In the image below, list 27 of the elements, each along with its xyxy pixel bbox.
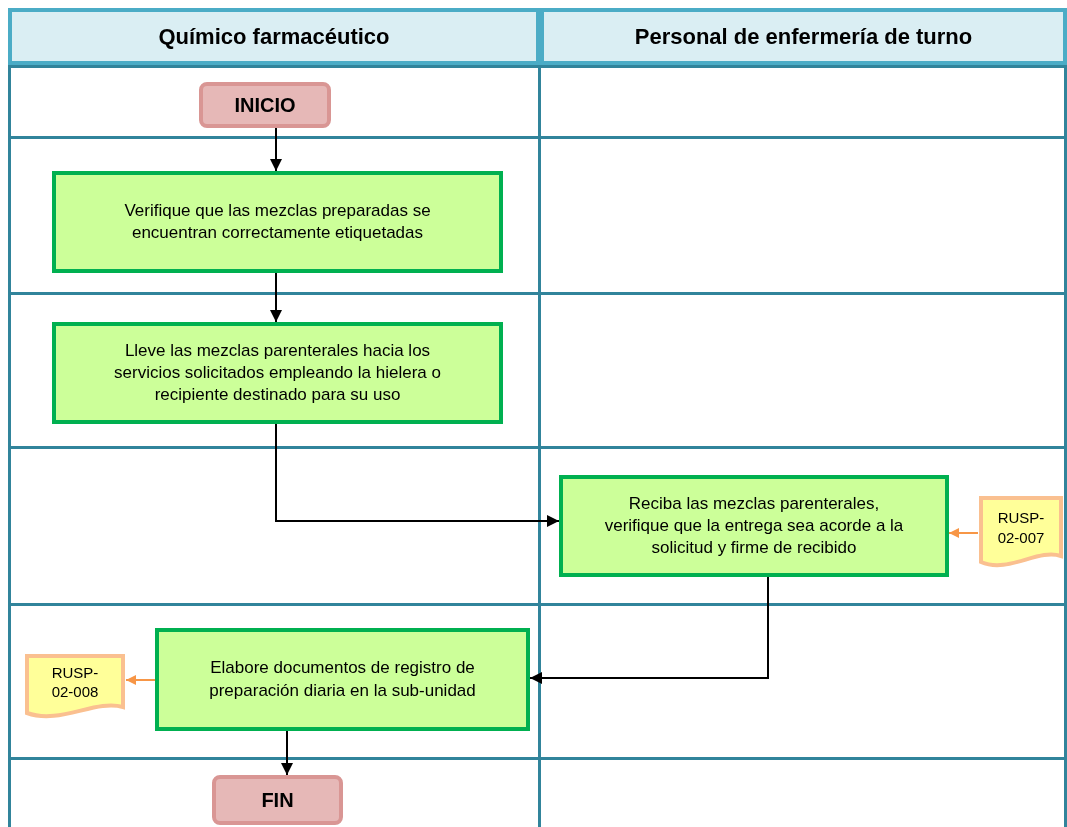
process-box: [52, 171, 503, 273]
arrow: [948, 528, 979, 538]
arrow: [270, 272, 282, 323]
document-shape: [24, 653, 126, 721]
node-text: Reciba las mezclas parenterales, verifique que la entrega sea acorde a la solicitud y firme de recibido: [603, 492, 905, 560]
process-box: [155, 628, 530, 731]
node-text: INICIO: [234, 93, 296, 118]
process-box: [52, 322, 503, 424]
node-text: Personal de enfermería de turno: [634, 23, 973, 51]
arrow: [125, 675, 156, 685]
node-text: Lleve las mezclas parenterales hacia los servicios solicitados empleando la hielera o recipiente destinado para su uso: [113, 339, 442, 407]
node-text: FIN: [261, 788, 294, 813]
arrow: [270, 127, 282, 172]
node-text: Químico farmacéutico: [158, 23, 390, 51]
arrow: [275, 423, 560, 527]
node-text: Verifique que las mezclas preparadas se encuentran correctamente etiquetadas: [123, 199, 432, 244]
node-text: Elabore documentos de registro de preparación diaria en la sub-unidad: [208, 657, 477, 702]
node-text: RUSP-02-007: [996, 508, 1046, 547]
terminal-box: [199, 82, 331, 128]
lane-header: [540, 8, 1067, 65]
process-box: [559, 475, 949, 577]
node-text: RUSP-02-008: [50, 662, 100, 702]
arrow: [281, 730, 293, 776]
document-shape: [978, 495, 1064, 570]
arrow: [529, 576, 769, 684]
lane-header: [8, 8, 540, 65]
terminal-box: [212, 775, 343, 825]
